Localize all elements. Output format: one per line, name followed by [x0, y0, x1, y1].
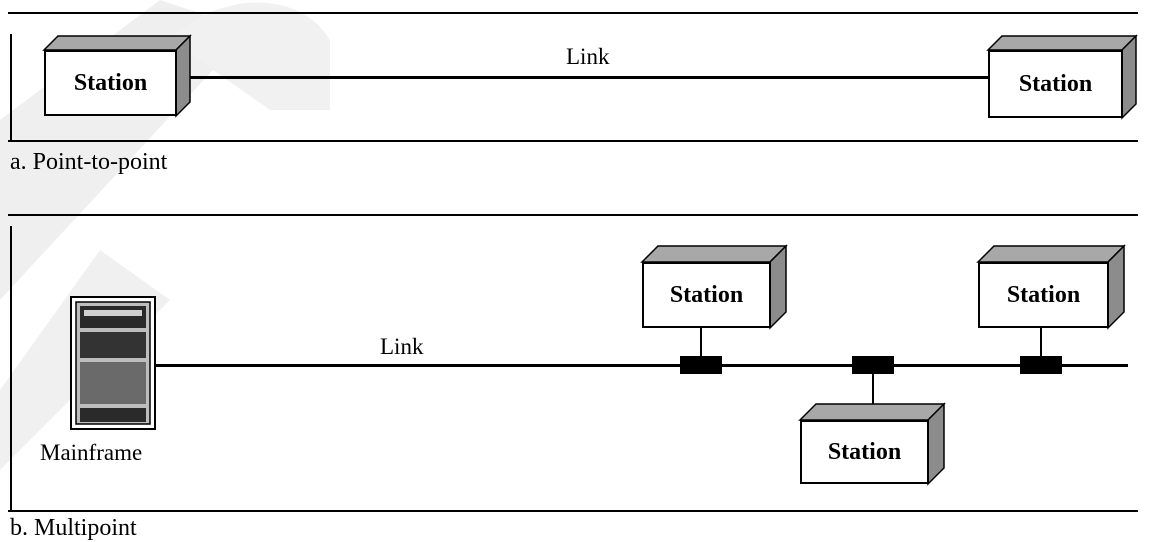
station-label: Station — [44, 50, 177, 116]
link-label: Link — [380, 334, 424, 359]
panel-b-top-border — [8, 214, 1138, 216]
panel-a-top-border — [8, 12, 1138, 14]
station-box: Station — [42, 34, 192, 118]
panel-b-caption: b. Multipoint — [10, 515, 137, 541]
panel-b-bottom-border — [8, 510, 1138, 512]
station-box: Station — [976, 244, 1126, 330]
station-box: Station — [640, 244, 788, 330]
panel-a-left-border — [10, 34, 12, 142]
multipoint-link — [156, 364, 1128, 367]
station-drop-line — [700, 326, 702, 358]
station-box-depth — [640, 244, 788, 330]
station-drop-line — [872, 372, 874, 412]
station-label: Station — [642, 262, 771, 328]
panel-a-caption: a. Point-to-point — [10, 149, 168, 175]
mainframe-icon — [70, 296, 156, 430]
mainframe-label: Mainframe — [40, 440, 143, 465]
station-label: Station — [988, 50, 1123, 118]
panel-b-left-border — [10, 226, 12, 512]
station-box: Station — [986, 34, 1138, 120]
line-tap — [680, 356, 722, 374]
point-to-point-link — [190, 76, 990, 79]
line-tap — [1020, 356, 1062, 374]
station-drop-line — [1040, 326, 1042, 358]
link-label: Link — [566, 44, 610, 69]
station-label: Station — [978, 262, 1109, 328]
station-box-depth — [798, 402, 946, 486]
line-tap — [852, 356, 894, 374]
panel-a-bottom-border — [8, 140, 1138, 142]
station-box: Station — [798, 402, 946, 486]
station-label: Station — [800, 420, 929, 484]
station-box-depth — [976, 244, 1126, 330]
